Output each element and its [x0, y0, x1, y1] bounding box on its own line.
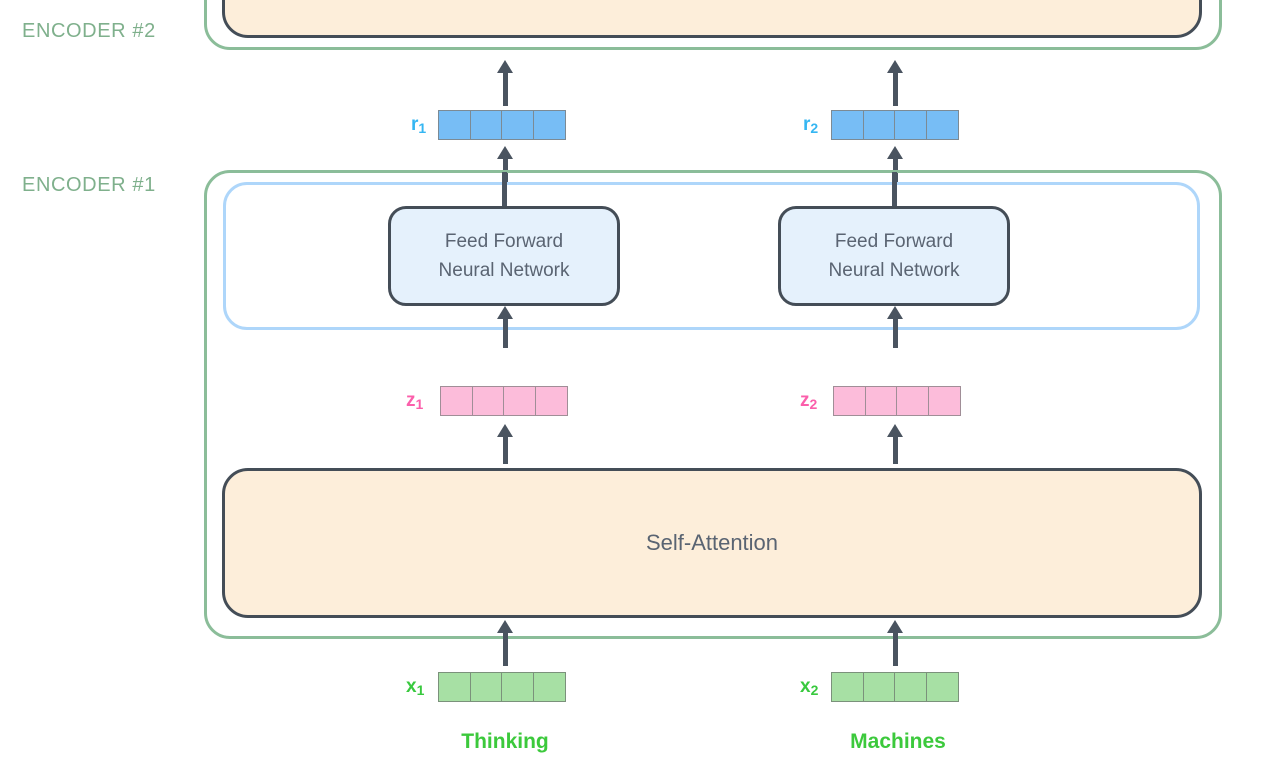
vector-cell — [833, 386, 866, 416]
encoder-1-frame — [204, 170, 1222, 639]
vector-label-z2: z2 — [800, 390, 817, 412]
arrow-attention-to-z2 — [887, 424, 903, 464]
vector-x1 — [438, 672, 566, 702]
arrow-attention-to-z1 — [497, 424, 513, 464]
vector-cell — [927, 386, 961, 416]
arrowhead — [887, 146, 903, 159]
arrow-shaft — [502, 316, 508, 348]
vector-cell — [438, 672, 471, 702]
vector-cell — [862, 110, 896, 140]
vector-label-z1: z1 — [406, 390, 423, 412]
vector-z1 — [440, 386, 568, 416]
vector-cell — [440, 386, 473, 416]
arrowhead — [887, 306, 903, 319]
vector-symbol: x — [800, 676, 811, 697]
arrow-z2-to-ffn2 — [887, 306, 903, 348]
vector-symbol: r — [411, 114, 419, 135]
connector-ffn2-up — [892, 172, 897, 212]
feed-forward-neural-network-1[interactable]: Feed Forward Neural Network — [388, 206, 620, 306]
vector-symbol: x — [406, 676, 417, 697]
connector-ffn1-up — [502, 172, 507, 212]
vector-label-r2: r2 — [803, 114, 818, 136]
arrowhead — [497, 306, 513, 319]
arrow-x1-to-attention — [497, 620, 513, 666]
vector-subscript: 2 — [810, 120, 819, 136]
arrow-shaft — [502, 630, 508, 666]
encoder-2-label: ENCODER #2 — [22, 20, 156, 42]
arrow-shaft — [892, 70, 898, 106]
arrow-shaft — [502, 434, 508, 464]
vector-cell — [534, 386, 568, 416]
encoder-2-frame — [204, 0, 1222, 50]
vector-cell — [438, 110, 471, 140]
arrow-z1-to-ffn1 — [497, 306, 513, 348]
vector-cell — [501, 672, 534, 702]
vector-symbol: z — [406, 390, 416, 411]
vector-label-x2: x2 — [800, 676, 818, 698]
vector-cell — [925, 110, 959, 140]
ffn-line-1: Feed Forward — [834, 230, 954, 252]
vector-cell — [925, 672, 959, 702]
vector-cell — [469, 110, 503, 140]
vector-label-r1: r1 — [411, 114, 426, 136]
input-word-1: Thinking — [461, 730, 549, 753]
vector-cell — [532, 672, 566, 702]
vector-subscript: 1 — [416, 682, 425, 698]
feed-forward-sublayer-container — [223, 182, 1200, 330]
vector-label-x1: x1 — [406, 676, 424, 698]
vector-cell — [532, 110, 566, 140]
input-word-2: Machines — [850, 730, 946, 753]
vector-cell — [501, 110, 534, 140]
arrow-r1-to-encoder2 — [497, 60, 513, 106]
arrow-shaft — [502, 156, 508, 182]
vector-cell — [894, 672, 927, 702]
vector-subscript: 1 — [415, 396, 424, 412]
arrow-r2-to-encoder2 — [887, 60, 903, 106]
vector-symbol: r — [803, 114, 811, 135]
arrow-shaft — [892, 156, 898, 182]
arrow-shaft — [892, 316, 898, 348]
vector-cell — [831, 672, 864, 702]
arrowhead — [497, 620, 513, 633]
vector-cell — [471, 386, 505, 416]
vector-cell — [894, 110, 927, 140]
encoder-2-self-attention-block[interactable] — [222, 0, 1202, 38]
ffn-line-2: Neural Network — [828, 260, 960, 281]
vector-x2 — [831, 672, 959, 702]
vector-subscript: 2 — [809, 396, 818, 412]
arrow-shaft — [892, 630, 898, 666]
vector-subscript: 2 — [810, 682, 819, 698]
arrow-shaft — [892, 434, 898, 464]
self-attention-block[interactable]: Self-Attention — [222, 468, 1202, 618]
vector-subscript: 1 — [418, 120, 427, 136]
ffn-line-2: Neural Network — [438, 260, 570, 281]
arrow-encoder1-to-r2 — [887, 146, 903, 182]
arrow-x2-to-attention — [887, 620, 903, 666]
vector-z2 — [833, 386, 961, 416]
feed-forward-neural-network-2[interactable]: Feed Forward Neural Network — [778, 206, 1010, 306]
self-attention-label: Self-Attention — [645, 530, 779, 555]
arrowhead — [887, 620, 903, 633]
arrowhead — [887, 424, 903, 437]
ffn-line-1: Feed Forward — [444, 230, 564, 252]
arrowhead — [497, 146, 513, 159]
arrowhead — [497, 60, 513, 73]
arrowhead — [497, 424, 513, 437]
arrow-shaft — [502, 70, 508, 106]
vector-cell — [503, 386, 536, 416]
vector-symbol: z — [800, 390, 810, 411]
vector-r1 — [438, 110, 566, 140]
vector-r2 — [831, 110, 959, 140]
encoder-1-label: ENCODER #1 — [22, 174, 156, 196]
arrowhead — [887, 60, 903, 73]
vector-cell — [469, 672, 503, 702]
vector-cell — [831, 110, 864, 140]
vector-cell — [864, 386, 898, 416]
vector-cell — [862, 672, 896, 702]
arrow-encoder1-to-r1 — [497, 146, 513, 182]
vector-cell — [896, 386, 929, 416]
